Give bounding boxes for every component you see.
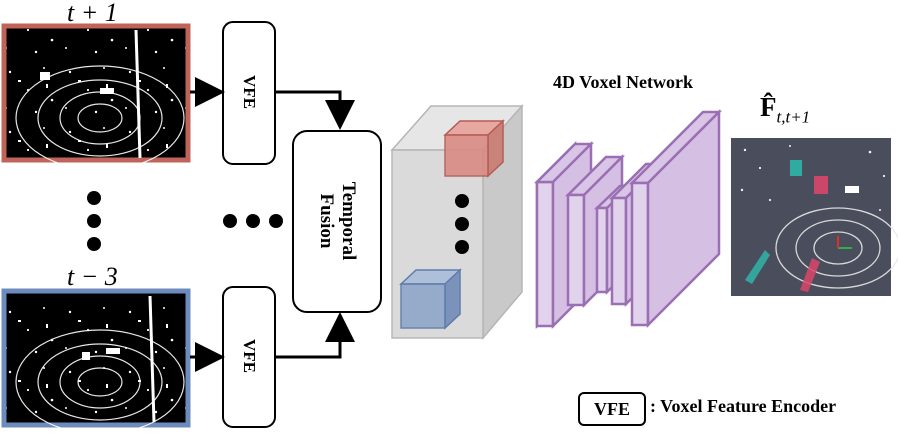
network-layer-5 <box>628 108 723 329</box>
legend-vfe-box: VFE <box>578 392 646 426</box>
voxel-network-layers <box>533 108 723 330</box>
arrow-vfe-bottom-to-fusion <box>275 312 355 359</box>
voxel-cube-blue <box>399 268 462 330</box>
voxel-cube-red <box>443 119 505 178</box>
temporal-fusion-line1: Temporal <box>338 181 359 261</box>
legend-description: : Voxel Feature Encoder <box>650 396 837 416</box>
frames-ellipsis <box>87 191 101 251</box>
frame-bottom-label: t − 3 <box>67 262 118 291</box>
voxel-ellipsis <box>455 194 469 254</box>
voxel-network-title: 4D Voxel Network <box>553 72 693 92</box>
vfe-ellipsis <box>223 214 283 228</box>
output-title-main: F̂ <box>760 92 777 122</box>
output-title: F̂t,t+1 <box>760 92 810 127</box>
output-title-sub: t,t+1 <box>776 107 811 127</box>
frame-top-label: t + 1 <box>67 0 118 27</box>
output-flow-image <box>731 138 898 296</box>
lidar-frame-bottom <box>1 288 191 435</box>
vfe-bottom-label: VFE <box>240 339 259 373</box>
temporal-fusion-line2: Fusion <box>316 193 337 249</box>
lidar-frame-top <box>1 23 191 171</box>
arrow-vfe-top-to-fusion <box>275 90 355 130</box>
vfe-top-label: VFE <box>240 75 259 109</box>
temporal-fusion-box <box>292 130 382 313</box>
temporal-fusion-label: Temporal Fusion <box>315 166 359 276</box>
